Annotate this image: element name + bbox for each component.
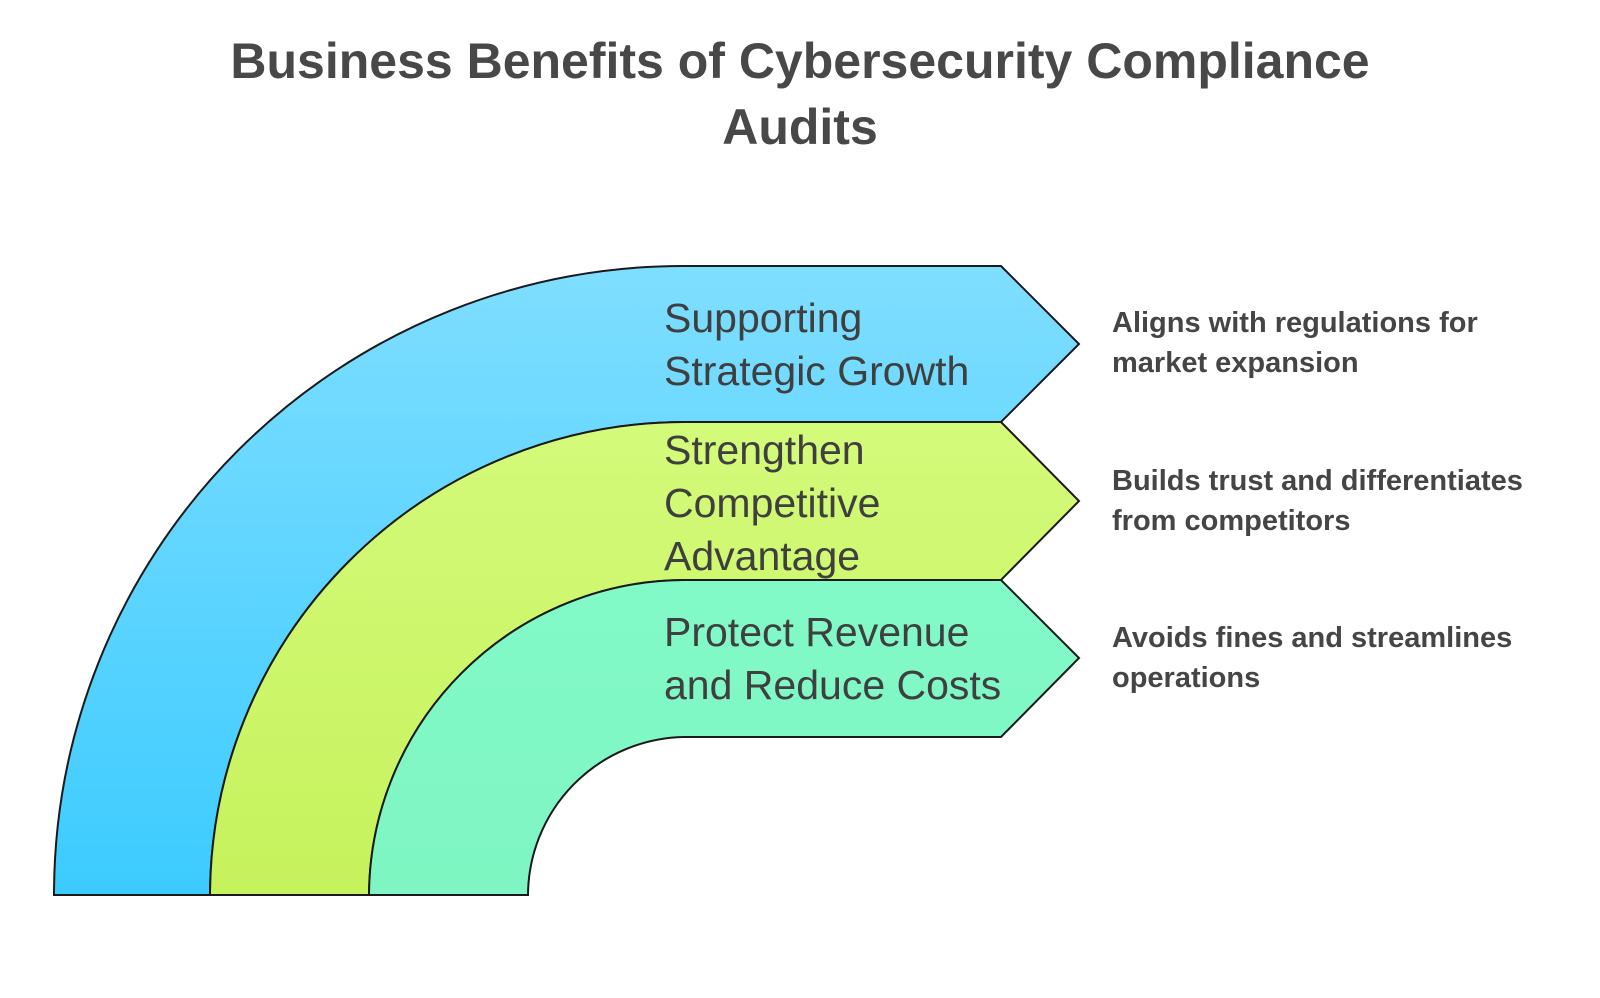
description-3-line-1: Avoids fines and streamlines: [1112, 622, 1513, 654]
description-3: Avoids fines and streamlines operations: [1112, 618, 1512, 698]
band-label-1-line-1: Supporting: [664, 295, 863, 341]
band-label-3-line-1: Protect Revenue: [664, 609, 970, 655]
description-3-line-2: operations: [1112, 662, 1261, 694]
diagram-title: Business Benefits of Cybersecurity Compl…: [150, 28, 1450, 160]
band-label-1-line-2: Strategic Growth: [664, 348, 970, 394]
description-2-line-2: from competitors: [1112, 505, 1351, 537]
band-protect-revenue: [367, 579, 1081, 896]
description-1-line-1: Aligns with regulations for: [1112, 307, 1478, 339]
description-1: Aligns with regulations for market expan…: [1112, 303, 1478, 383]
band-label-2: Strengthen Competitive Advantage: [664, 424, 880, 583]
description-2-line-1: Builds trust and differentiates: [1112, 465, 1523, 497]
title-line-2: Audits: [722, 99, 878, 155]
band-label-3: Protect Revenue and Reduce Costs: [664, 606, 1001, 712]
description-2: Builds trust and differentiates from com…: [1112, 461, 1523, 541]
band-label-2-line-2: Competitive: [664, 480, 881, 526]
band-label-3-line-2: and Reduce Costs: [664, 662, 1002, 708]
band-label-1: Supporting Strategic Growth: [664, 292, 969, 398]
title-line-1: Business Benefits of Cybersecurity Compl…: [230, 33, 1370, 89]
description-1-line-2: market expansion: [1112, 347, 1359, 379]
band-label-2-line-1: Strengthen: [664, 427, 865, 473]
band-label-2-line-3: Advantage: [664, 533, 861, 579]
